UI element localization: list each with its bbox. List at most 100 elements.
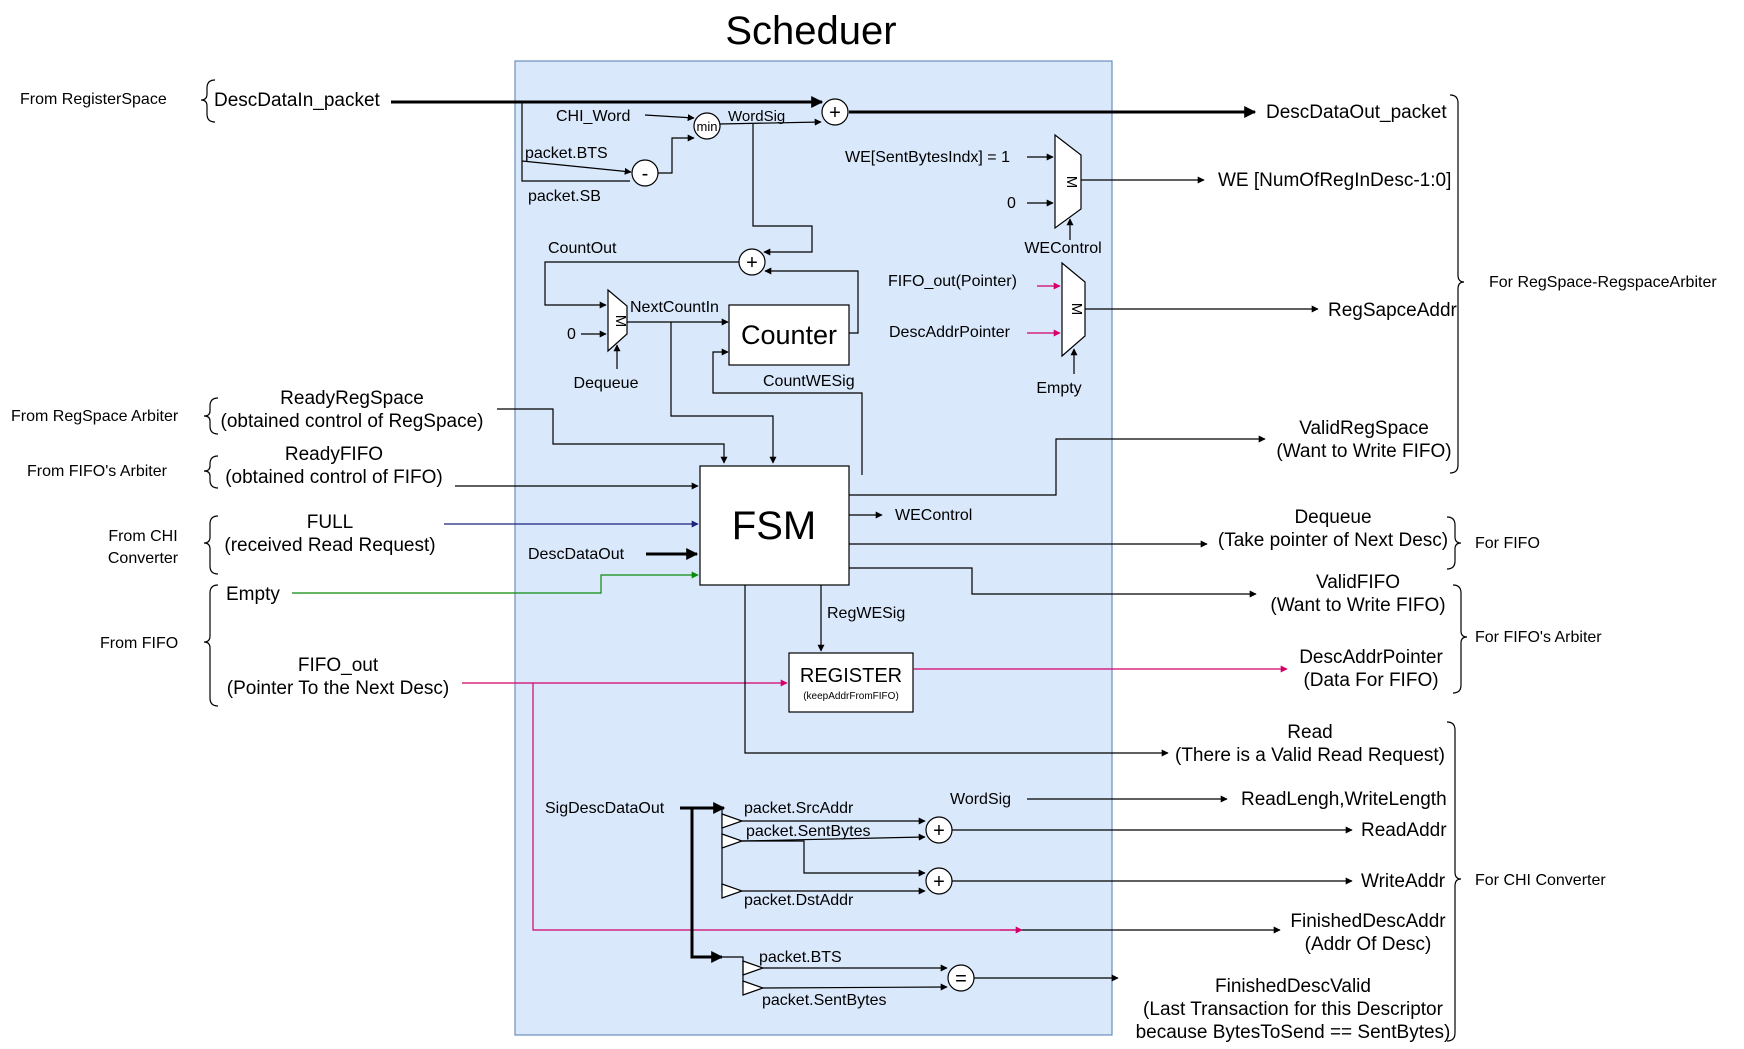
wire-wordsig-down xyxy=(752,124,813,256)
group-chi-label: For CHI Converter xyxy=(1475,872,1606,889)
packet-sb-label: packet.SB xyxy=(528,188,601,205)
desc-data-out-packet-label: DescDataOut_packet xyxy=(1266,102,1447,123)
wire-empty-fsm xyxy=(292,571,699,594)
finished-desc-valid-note-1: (Last Transaction for this Descriptor xyxy=(1143,999,1444,1020)
group-fifo-label: For FIFO xyxy=(1475,535,1540,552)
brace-chi xyxy=(203,515,219,575)
register-label: REGISTER xyxy=(800,665,902,687)
tap-dst-addr xyxy=(721,883,744,899)
wire-sub-to-min xyxy=(658,134,695,174)
desc-addr-pointer-in-label: DescAddrPointer xyxy=(889,324,1011,341)
ready-fifo-note: (obtained control of FIFO) xyxy=(225,467,443,488)
read-note: (There is a Valid Read Request) xyxy=(1175,745,1445,766)
subtractor-symbol: - xyxy=(642,163,649,185)
ready-regspace-note: (obtained control of RegSpace) xyxy=(221,411,484,432)
desc-addr-pointer-out-note: (Data For FIFO) xyxy=(1303,670,1438,691)
finished-desc-addr-label: FinishedDescAddr xyxy=(1290,911,1446,932)
wire-read xyxy=(744,585,1169,757)
we-mux-label: M xyxy=(1063,176,1080,189)
packet-bts-2-label: packet.BTS xyxy=(759,949,842,966)
word-sig-label: WordSig xyxy=(728,108,785,125)
min-block xyxy=(693,112,721,140)
ready-fifo-label: ReadyFIFO xyxy=(285,444,383,465)
wire-bts-tap xyxy=(722,956,744,988)
wire-sent-bytes xyxy=(742,840,926,877)
wire-packet-tap xyxy=(521,102,630,182)
chi-word-label: CHI_Word xyxy=(556,108,630,125)
valid-fifo-label: ValidFIFO xyxy=(1316,572,1400,593)
diagram-title: Scheduer xyxy=(725,9,896,53)
wire-packet-bts xyxy=(521,160,632,175)
count-mux-label: M xyxy=(612,315,629,328)
full-note: (received Read Request) xyxy=(224,535,435,556)
wire-sent-bytes-2 xyxy=(741,833,926,842)
empty-input-label: Empty xyxy=(226,584,280,605)
count-out-label: CountOut xyxy=(548,240,617,257)
equality-symbol: = xyxy=(955,968,967,990)
read-length-label: ReadLengh,WriteLength xyxy=(1241,789,1447,810)
register-block xyxy=(788,652,914,713)
valid-fifo-note: (Want to Write FIFO) xyxy=(1270,595,1445,616)
wire-next-count-fsm xyxy=(670,322,777,464)
we-output-label: WE [NumOfRegInDesc-1:0] xyxy=(1218,170,1451,191)
we-control-out-label: WEControl xyxy=(895,507,972,524)
write-addr-adder-symbol: + xyxy=(933,871,945,893)
valid-regspace-note: (Want to Write FIFO) xyxy=(1276,441,1451,462)
from-chi-label-1: From CHI xyxy=(108,528,177,545)
ready-regspace-label: ReadyRegSpace xyxy=(280,388,424,409)
count-we-sig-label: CountWESig xyxy=(763,373,855,390)
register-sublabel: (keepAddrFromFIFO) xyxy=(803,691,899,702)
group-regspace-arbiter-label: For RegSpace-RegspaceArbiter xyxy=(1489,274,1717,291)
brace-fifo-arbiter xyxy=(203,455,219,489)
tap-src-addr xyxy=(721,813,744,829)
finished-desc-valid-label: FinishedDescValid xyxy=(1215,976,1371,997)
wire-count-we-sig xyxy=(712,348,863,475)
we-control-sel-label: WEControl xyxy=(1024,240,1101,257)
brace-register-space xyxy=(200,79,216,123)
from-fifo-label: From FIFO xyxy=(100,635,178,652)
tap-sent-bytes xyxy=(721,833,744,849)
wire-valid-regspace xyxy=(849,435,1266,496)
packet-dst-addr-label: packet.DstAddr xyxy=(744,892,854,909)
wire-valid-fifo xyxy=(849,567,1257,598)
zero-mux-label: 0 xyxy=(567,326,576,343)
packet-src-addr-label: packet.SrcAddr xyxy=(744,800,854,817)
packet-bts-label: packet.BTS xyxy=(525,145,608,162)
word-sig-2-label: WordSig xyxy=(950,791,1011,808)
we-mux xyxy=(1054,133,1082,230)
fsm-label: FSM xyxy=(732,504,816,548)
wire-ready-regspace xyxy=(497,408,728,464)
fifo-out-pointer-label: FIFO_out(Pointer) xyxy=(888,273,1017,290)
wire-chi-word xyxy=(644,114,695,122)
read-addr-label: ReadAddr xyxy=(1361,820,1447,841)
brace-fifo-arbiter-group xyxy=(1452,584,1468,694)
full-label: FULL xyxy=(307,512,353,533)
packet-sent-bytes-label: packet.SentBytes xyxy=(746,823,871,840)
finished-desc-addr-note: (Addr Of Desc) xyxy=(1305,934,1432,955)
read-label: Read xyxy=(1287,722,1332,743)
reg-we-sig-label: RegWESig xyxy=(827,605,905,622)
brace-fifo-group xyxy=(1446,516,1462,570)
fifo-out-label: FIFO_out xyxy=(298,655,379,676)
top-adder-symbol: + xyxy=(829,102,841,124)
reg-space-addr-label: RegSapceAddr xyxy=(1328,300,1458,321)
brace-chi-group xyxy=(1446,721,1462,1042)
count-mux xyxy=(607,288,628,353)
dequeue-sel-label: Dequeue xyxy=(574,375,639,392)
brace-regspace-arbiter xyxy=(203,397,219,435)
dequeue-out-note: (Take pointer of Next Desc) xyxy=(1218,530,1448,551)
brace-fifo xyxy=(203,584,219,707)
top-adder xyxy=(821,98,849,126)
we-sent-label: WE[SentBytesIndx] = 1 xyxy=(845,149,1010,166)
count-adder-symbol: + xyxy=(746,252,758,274)
from-regspace-arbiter-label: From RegSpace Arbiter xyxy=(11,408,179,425)
empty-sel-label: Empty xyxy=(1036,380,1081,397)
from-register-space-label: From RegisterSpace xyxy=(20,91,167,108)
tap-sent-bytes-2 xyxy=(742,980,765,996)
fsm-block xyxy=(699,465,850,586)
read-addr-adder-symbol: + xyxy=(933,820,945,842)
desc-data-out-fsm-label: DescDataOut xyxy=(528,546,625,563)
fifo-out-note: (Pointer To the Next Desc) xyxy=(227,678,449,699)
wire-count-out xyxy=(544,261,739,309)
